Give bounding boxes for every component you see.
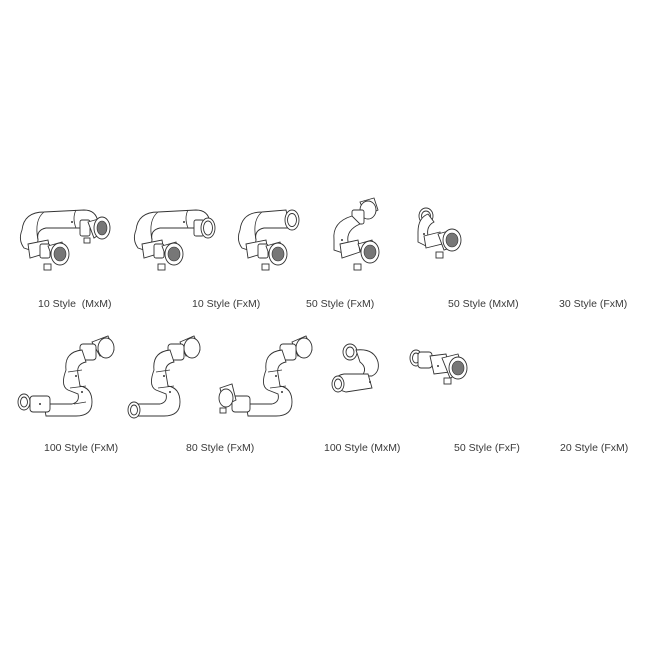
swivel-item-10-fxm: 10 Style (FxM) (130, 200, 260, 310)
item-label: 30 Style (FxM) (559, 298, 628, 310)
swivel-joint-100-style-mxm-icon (218, 335, 313, 417)
swivel-item-100-fxm: 100 Style (FxM) (16, 330, 136, 460)
item-label: 50 Style (FxM) (306, 298, 375, 310)
swivel-joint-10-style-mxm-icon (19, 209, 111, 271)
swivel-item-100-mxm: 100 Style (MxM) (218, 330, 408, 460)
swivel-item-50-mxm: 50 Style (MxM) (330, 196, 519, 310)
swivel-item-50-fxf: 50 Style (FxF) (331, 342, 520, 460)
swivel-joint-80-style-fxm-icon (127, 335, 201, 419)
item-label: 10 Style (FxM) (192, 298, 261, 310)
swivel-item-80-fxm: 80 Style (FxM) (126, 330, 254, 460)
item-label: 80 Style (FxM) (186, 442, 255, 454)
item-label: 100 Style (FxM) (44, 442, 119, 454)
swivel-item-10-mxm: 10 Style (MxM) (14, 200, 114, 310)
swivel-item-30-fxm: 30 Style (FxM) (414, 206, 627, 310)
item-label: 50 Style (MxM) (448, 298, 519, 310)
swivel-joint-50-style-fxf-icon (331, 343, 379, 393)
swivel-joint-100-style-fxm-icon (17, 335, 115, 417)
swivel-joint-50-style-mxm-icon (333, 197, 380, 271)
item-label: 50 Style (FxF) (454, 442, 520, 454)
swivel-joint-30-style-fxm-icon (417, 207, 462, 259)
swivel-joint-10-style-fxm-icon (133, 209, 216, 271)
swivel-item-50-fxm: 50 Style (FxM) (236, 200, 374, 310)
swivel-item-20-fxm: 20 Style (FxM) (408, 344, 634, 460)
swivel-joint-20-style-fxm-icon (409, 349, 468, 385)
swivel-joint-50-style-fxm-icon (237, 209, 300, 271)
item-label: 100 Style (MxM) (324, 442, 401, 454)
item-label: 10 Style (MxM) (38, 298, 112, 310)
item-label: 20 Style (FxM) (560, 442, 629, 454)
